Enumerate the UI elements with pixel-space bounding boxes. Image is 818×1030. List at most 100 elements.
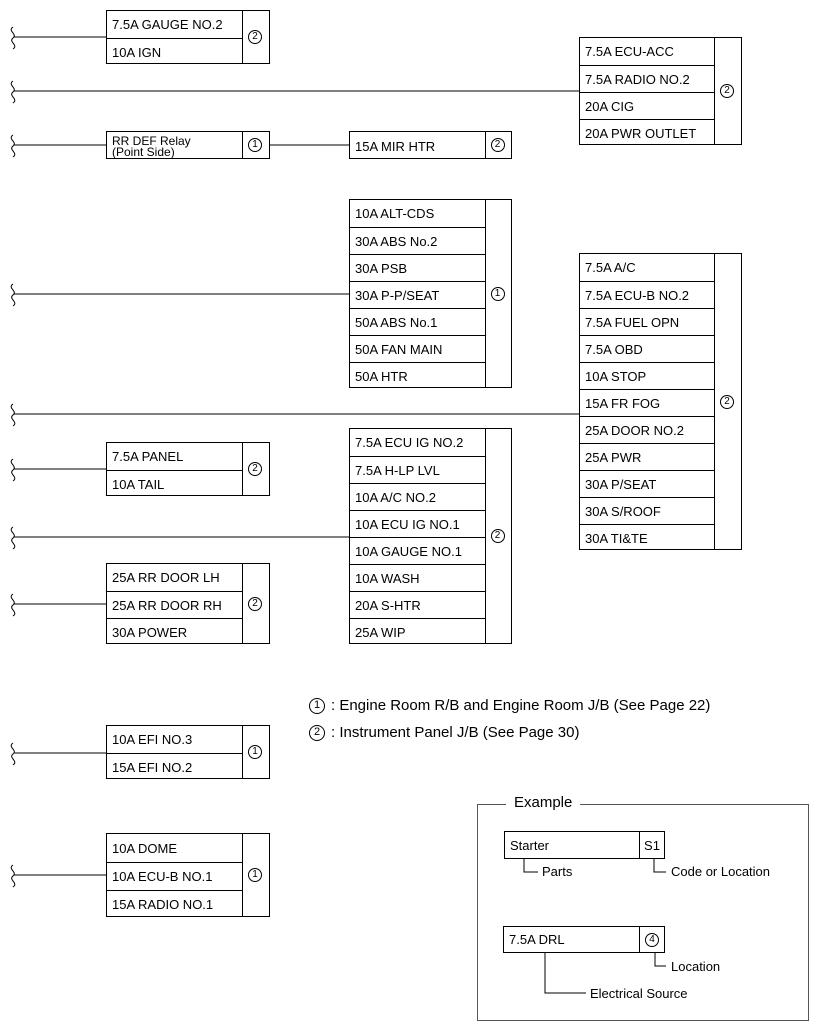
fuse-item: 30A ABS No.2 xyxy=(350,227,485,254)
location-1-icon: 1 xyxy=(248,745,262,759)
fuse-item: 50A FAN MAIN xyxy=(350,335,485,362)
fuse-item: 10A IGN xyxy=(107,38,242,65)
legend-item-2: 2 : Instrument Panel J/B (See Page 30) xyxy=(309,724,579,741)
location-2-icon: 2 xyxy=(309,724,325,741)
example-part-label: Starter xyxy=(505,832,640,858)
example-part-code: S1 xyxy=(644,837,660,853)
fuse-item: 50A ABS No.1 xyxy=(350,308,485,335)
legend-text: : Instrument Panel J/B (See Page 30) xyxy=(331,724,580,741)
location-cell: 2 xyxy=(241,443,269,495)
location-2-icon: 2 xyxy=(248,30,262,44)
example-source-label: 7.5A DRL xyxy=(504,927,640,952)
fuse-list: 10A EFI NO.3 15A EFI NO.2 xyxy=(107,726,243,778)
fuse-item: 15A MIR HTR xyxy=(355,138,436,154)
example-source-box: 7.5A DRL 4 xyxy=(503,926,665,953)
fuse-list: 7.5A GAUGE NO.2 10A IGN xyxy=(107,11,243,63)
fuse-item: 7.5A PANEL xyxy=(112,449,184,464)
location-cell: 2 xyxy=(713,254,741,549)
fuse-item: 10A ECU-B NO.1 xyxy=(107,862,242,890)
location-2-icon: 2 xyxy=(490,529,505,543)
legend-text: : Engine Room R/B and Engine Room J/B (S… xyxy=(331,697,711,714)
location-cell: 1 xyxy=(241,834,269,916)
example-source-code: 4 xyxy=(640,927,664,952)
parts-note: Parts xyxy=(542,864,573,879)
example-frame xyxy=(477,804,809,1021)
fuse-item: 15A RADIO NO.1 xyxy=(107,890,242,918)
fuse-item: 25A WIP xyxy=(350,618,485,645)
location-cell: 1 xyxy=(241,726,269,778)
location-cell: 1 xyxy=(484,200,511,387)
fuse-item: 10A TAIL xyxy=(107,470,242,497)
fuse-item: 10A GAUGE NO.1 xyxy=(350,537,485,564)
fuse-group-panel-tail: 7.5A PANEL 10A TAIL 2 xyxy=(106,442,270,496)
location-2-icon: 2 xyxy=(490,138,505,152)
fuse-item: 7.5A ECU IG NO.2 xyxy=(355,435,464,450)
fuse-item: 7.5A A/C xyxy=(585,260,636,275)
location-2-icon: 2 xyxy=(248,596,262,611)
location-cell: 2 xyxy=(241,564,269,643)
fuse-item: 7.5A ECU-ACC xyxy=(585,44,674,59)
electrical-source-note: Electrical Source xyxy=(590,986,688,1001)
fuse-group-efi: 10A EFI NO.3 15A EFI NO.2 1 xyxy=(106,725,270,779)
fuse-item: 30A TI&TE xyxy=(580,524,714,551)
fuse-item: 25A PWR xyxy=(580,443,714,470)
fuse-item: 7.5A RADIO NO.2 xyxy=(580,65,714,92)
fuse-item: 25A DOOR NO.2 xyxy=(580,416,714,443)
fuse-item: 7.5A FUEL OPN xyxy=(580,308,714,335)
fuse-item: 10A WASH xyxy=(350,564,485,591)
location-cell: 2 xyxy=(484,132,511,158)
location-cell: 1 xyxy=(241,132,269,158)
fuse-item: 20A S-HTR xyxy=(350,591,485,618)
fuse-item: 10A ALT-CDS xyxy=(355,206,435,221)
location-cell: 2 xyxy=(241,11,269,63)
fuse-group-rr-def: RR DEF Relay (Point Side) 1 xyxy=(106,131,270,159)
fuse-list: 7.5A PANEL 10A TAIL xyxy=(107,443,243,495)
fuse-item: 7.5A GAUGE NO.2 xyxy=(112,17,223,32)
fuse-item: 10A A/C NO.2 xyxy=(350,483,485,510)
fuse-list: 15A MIR HTR xyxy=(350,132,486,158)
location-1-icon: 1 xyxy=(248,138,262,152)
fuse-group-mir-htr: 15A MIR HTR 2 xyxy=(349,131,512,159)
fuse-item: 30A P/SEAT xyxy=(580,470,714,497)
example-part-box: Starter S1 xyxy=(504,831,665,859)
example-title: Example xyxy=(506,794,581,811)
code-location-note: Code or Location xyxy=(671,864,771,879)
fuse-item: 20A PWR OUTLET xyxy=(580,119,714,146)
fuse-item: 10A DOME xyxy=(112,840,178,856)
fuse-item: RR DEF Relay (Point Side) xyxy=(112,133,191,159)
fuse-item: 30A P-P/SEAT xyxy=(350,281,485,308)
fuse-item: 10A EFI NO.3 xyxy=(112,732,193,747)
location-1-icon: 1 xyxy=(309,697,325,714)
fuse-item: 15A EFI NO.2 xyxy=(107,753,242,780)
fuse-item: 7.5A ECU-B NO.2 xyxy=(580,281,714,308)
fuse-item: 10A STOP xyxy=(580,362,714,389)
location-1-icon: 1 xyxy=(490,286,505,301)
fuse-group-gauge-ign: 7.5A GAUGE NO.2 10A IGN 2 xyxy=(106,10,270,64)
fuse-item: 10A ECU IG NO.1 xyxy=(350,510,485,537)
location-4-icon: 4 xyxy=(645,932,659,947)
location-cell: 2 xyxy=(713,38,741,144)
location-cell: 2 xyxy=(484,429,511,643)
fuse-item: 7.5A OBD xyxy=(580,335,714,362)
location-2-icon: 2 xyxy=(720,84,734,98)
fuse-item: 30A PSB xyxy=(350,254,485,281)
fuse-item: 20A CIG xyxy=(580,92,714,119)
fuse-item: 30A S/ROOF xyxy=(580,497,714,524)
fuse-item: 25A RR DOOR LH xyxy=(112,570,220,585)
location-2-icon: 2 xyxy=(248,462,262,476)
fuse-item: 30A POWER xyxy=(107,618,242,645)
fuse-item: 15A FR FOG xyxy=(580,389,714,416)
legend-item-1: 1 : Engine Room R/B and Engine Room J/B … xyxy=(309,697,710,714)
